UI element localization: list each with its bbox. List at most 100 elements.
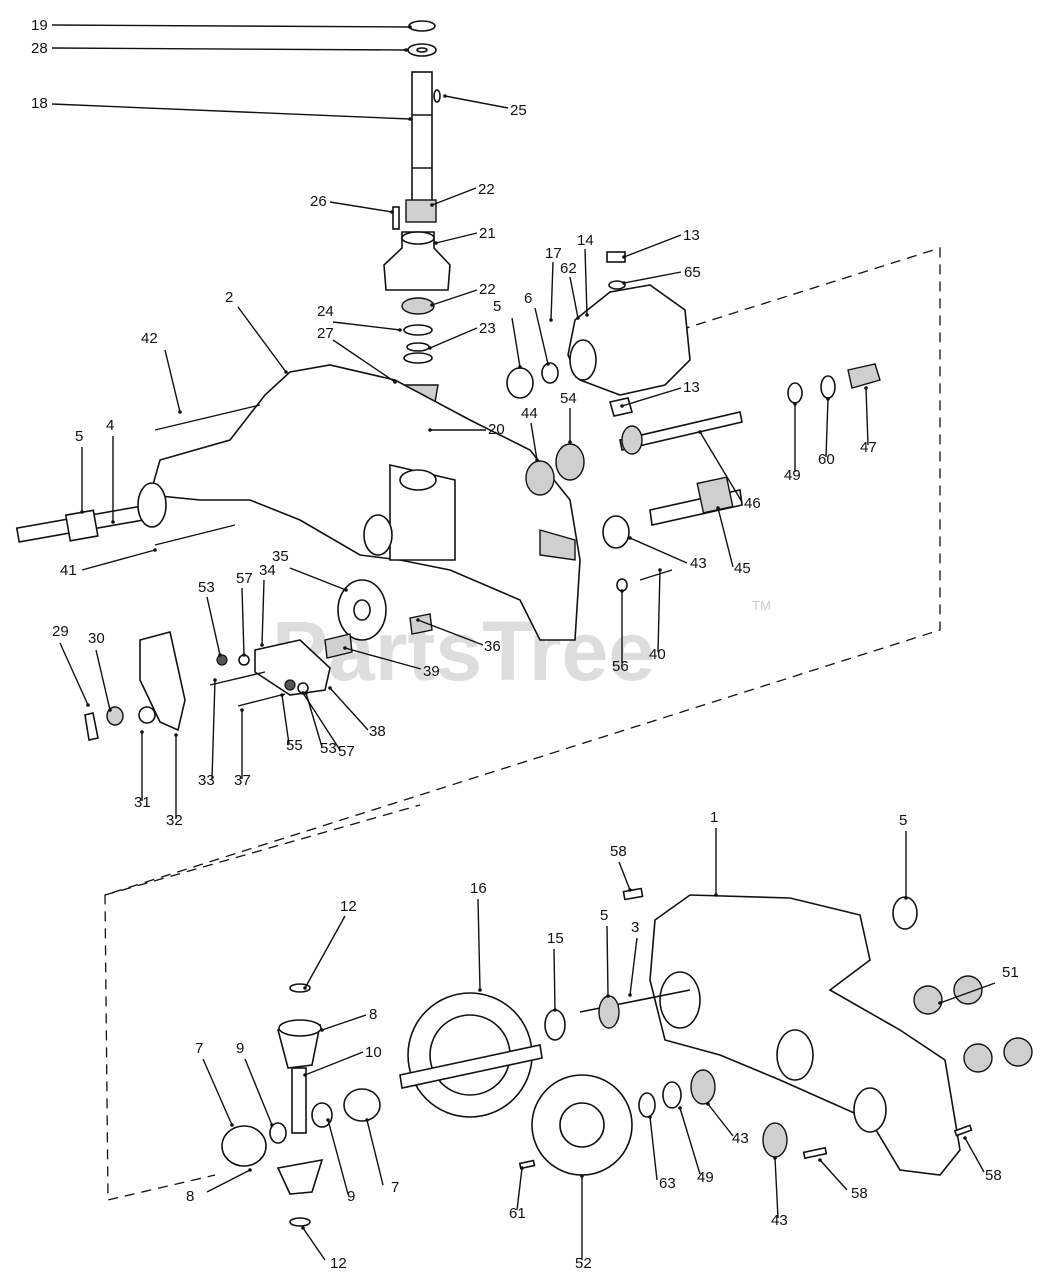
callout-label-18: 18 xyxy=(31,95,48,112)
leader-line-23 xyxy=(429,327,478,349)
callout-label-53: 53 xyxy=(320,740,337,757)
leader-line-38 xyxy=(329,687,369,731)
callout-label-53: 53 xyxy=(198,579,215,596)
leader-arrowhead xyxy=(80,510,84,514)
leader-arrowhead xyxy=(706,1102,710,1106)
leader-arrowhead xyxy=(773,1156,777,1160)
leader-line-58 xyxy=(618,861,631,891)
leader-line-51 xyxy=(939,982,996,1004)
leader-arrowhead xyxy=(549,318,553,322)
leader-arrowhead xyxy=(343,646,347,650)
callout-label-41: 41 xyxy=(60,562,77,579)
leader-line-9 xyxy=(327,1119,349,1195)
leader-line-43 xyxy=(774,1157,779,1219)
lower-transmission-assembly xyxy=(221,887,1033,1227)
leader-arrowhead xyxy=(260,643,264,647)
leader-arrowhead xyxy=(328,686,332,690)
leader-line-45 xyxy=(717,507,734,568)
callout-label-20: 20 xyxy=(488,421,505,438)
leader-arrowhead xyxy=(826,397,830,401)
leader-arrowhead xyxy=(108,708,112,712)
leader-arrowhead xyxy=(628,536,632,540)
leader-line-43 xyxy=(629,537,688,564)
leader-arrowhead xyxy=(284,370,288,374)
leader-arrowhead xyxy=(230,1123,234,1127)
callout-label-30: 30 xyxy=(88,630,105,647)
leader-arrowhead xyxy=(320,1028,324,1032)
leader-arrowhead xyxy=(344,588,348,592)
leader-arrowhead xyxy=(408,117,412,121)
leader-arrowhead xyxy=(430,203,434,207)
callout-label-29: 29 xyxy=(52,623,69,640)
leader-arrowhead xyxy=(546,362,550,366)
leader-line-21 xyxy=(435,232,478,244)
watermark-trademark: TM xyxy=(752,598,771,613)
callout-label-58: 58 xyxy=(851,1185,868,1202)
leader-line-16 xyxy=(477,898,481,991)
leader-line-22 xyxy=(431,187,477,206)
leader-line-35 xyxy=(289,567,347,591)
leader-line-15 xyxy=(553,948,556,1011)
leader-line-10 xyxy=(304,1051,364,1076)
callout-label-12: 12 xyxy=(340,898,357,915)
leader-arrowhead xyxy=(365,1118,369,1122)
callout-label-43: 43 xyxy=(771,1212,788,1229)
callout-label-65: 65 xyxy=(684,264,701,281)
leader-line-18 xyxy=(51,103,411,120)
callout-label-42: 42 xyxy=(141,330,158,347)
leader-arrowhead xyxy=(303,986,307,990)
callout-label-15: 15 xyxy=(547,930,564,947)
callout-label-9: 9 xyxy=(236,1040,244,1057)
callout-label-49: 49 xyxy=(784,467,801,484)
leader-arrowhead xyxy=(622,255,626,259)
callout-label-22: 22 xyxy=(479,281,496,298)
leader-arrowhead xyxy=(518,365,522,369)
callout-label-28: 28 xyxy=(31,40,48,57)
leader-line-24 xyxy=(332,321,401,331)
leader-line-14 xyxy=(584,248,588,316)
leader-line-44 xyxy=(530,422,538,461)
leader-arrowhead xyxy=(174,733,178,737)
leader-arrowhead xyxy=(240,708,244,712)
leader-arrowhead xyxy=(793,402,797,406)
leader-line-28 xyxy=(51,47,407,51)
leader-arrowhead xyxy=(430,303,434,307)
leader-line-8 xyxy=(321,1014,367,1031)
leader-line-49 xyxy=(679,1107,701,1175)
callout-label-4: 4 xyxy=(106,417,114,434)
callout-label-13: 13 xyxy=(683,379,700,396)
leader-arrowhead xyxy=(140,730,144,734)
callout-label-33: 33 xyxy=(198,772,215,789)
leader-arrowhead xyxy=(628,888,632,892)
leader-arrowhead xyxy=(153,548,157,552)
callout-label-16: 16 xyxy=(470,880,487,897)
callout-label-13: 13 xyxy=(683,227,700,244)
leader-line-42 xyxy=(164,349,181,413)
callout-label-3: 3 xyxy=(631,919,639,936)
callout-label-8: 8 xyxy=(369,1006,377,1023)
callout-label-35: 35 xyxy=(272,548,289,565)
leader-arrowhead xyxy=(658,568,662,572)
leader-line-12 xyxy=(304,915,346,989)
leader-line-17 xyxy=(550,261,554,321)
callout-label-5: 5 xyxy=(493,298,501,315)
leader-arrowhead xyxy=(111,520,115,524)
leader-arrowhead xyxy=(242,653,246,657)
leader-arrowhead xyxy=(213,678,217,682)
leader-line-8 xyxy=(206,1169,251,1193)
leader-arrowhead xyxy=(398,328,402,332)
leader-line-13 xyxy=(623,234,682,258)
leader-line-6 xyxy=(534,307,549,365)
callout-label-58: 58 xyxy=(985,1167,1002,1184)
callout-label-12: 12 xyxy=(330,1255,347,1272)
leader-line-43 xyxy=(707,1103,734,1137)
leader-arrowhead xyxy=(443,94,447,98)
leader-line-29 xyxy=(59,642,89,706)
leader-arrowhead xyxy=(963,1136,967,1140)
callout-label-54: 54 xyxy=(560,390,577,407)
callout-label-56: 56 xyxy=(612,658,629,675)
callout-label-27: 27 xyxy=(317,325,334,342)
callout-leaders xyxy=(51,24,996,1261)
